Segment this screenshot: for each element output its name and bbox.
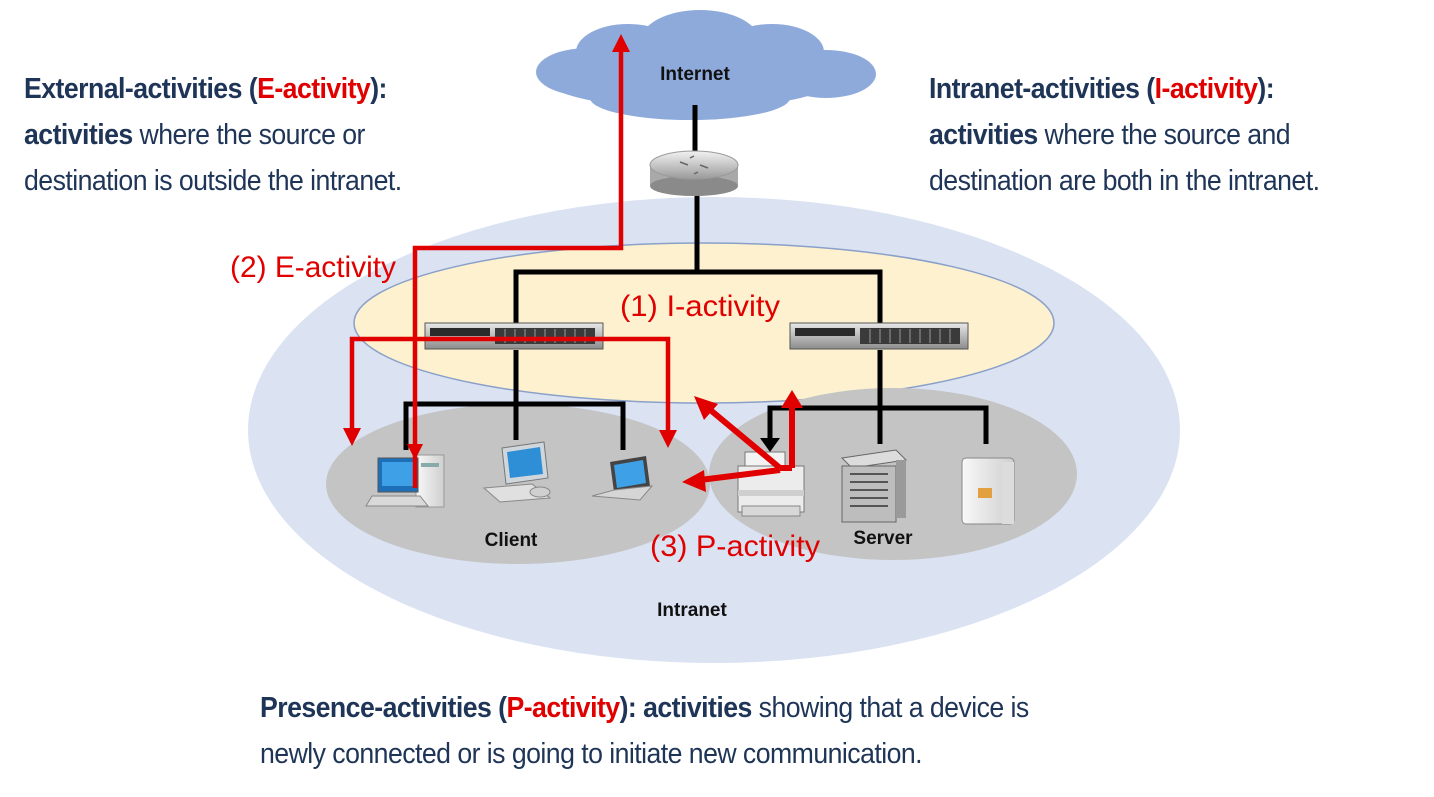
external-definition-line-1: External-activities (E-activity): xyxy=(24,66,402,112)
intranet-close: ): xyxy=(1257,73,1275,105)
internet-cloud xyxy=(536,10,876,120)
presence-abbr: P-activity xyxy=(506,692,620,724)
e-activity-label: (2) E-activity xyxy=(230,251,396,284)
i-activity-arrowhead-left xyxy=(343,428,361,446)
presence-definition-line-2: newly connected or is going to initiate … xyxy=(260,738,923,770)
intranet-line2-rest: where the source and xyxy=(1037,119,1291,151)
e-activity-path xyxy=(412,52,624,488)
p-activity-arrowhead-left xyxy=(682,470,706,492)
presence-term: Presence-activities ( xyxy=(260,692,507,724)
intranet-definition-line-3: destination are both in the intranet. xyxy=(929,165,1320,197)
external-close: ): xyxy=(370,73,387,105)
presence-close: ): xyxy=(619,692,644,724)
intranet-activity-definition: Intranet-activities (I-activity): activi… xyxy=(929,66,1320,204)
desktop-computer-icon xyxy=(365,454,445,508)
server-label: Server xyxy=(853,528,913,549)
p-activity-path xyxy=(699,404,795,483)
p-activity-label: (3) P-activity xyxy=(650,530,820,563)
tower-server-icon xyxy=(840,449,908,523)
presence-definition-line-1: Presence-activities (P-activity): activi… xyxy=(260,685,1029,731)
intranet-label: Intranet xyxy=(657,600,727,621)
rack-server-right-icon xyxy=(789,322,969,350)
intranet-term: Intranet-activities ( xyxy=(929,73,1155,105)
intranet-abbr: I-activity xyxy=(1154,73,1258,105)
external-definition-line-2: activities where the source or xyxy=(24,112,402,158)
p-activity-arrowhead-upleft xyxy=(694,396,718,420)
intranet-activities-word: activities xyxy=(929,119,1038,151)
network-links xyxy=(403,105,989,450)
presence-activities-word: activities xyxy=(643,692,752,724)
link-arrowhead-printer xyxy=(760,438,780,452)
internet-label: Internet xyxy=(660,64,730,85)
i-activity-arrowhead-right xyxy=(659,430,677,448)
client-label: Client xyxy=(485,530,538,551)
external-line2-rest: where the source or xyxy=(132,119,366,151)
i-activity-path xyxy=(349,336,671,430)
external-abbr: E-activity xyxy=(257,73,371,105)
presence-activity-definition: Presence-activities (P-activity): activi… xyxy=(260,685,1029,777)
rack-server-left-icon xyxy=(424,322,604,350)
intranet-definition-line-2: activities where the source and xyxy=(929,112,1319,158)
external-activity-definition: External-activities (E-activity): activi… xyxy=(24,66,402,204)
intranet-definition-line-1: Intranet-activities (I-activity): xyxy=(929,66,1319,112)
workstation-icon xyxy=(482,441,552,503)
i-activity-label: (1) I-activity xyxy=(620,290,780,323)
external-definition-line-3: destination is outside the intranet. xyxy=(24,165,402,197)
p-activity-arrowhead-up xyxy=(781,390,803,408)
router-icon xyxy=(649,150,739,196)
e-activity-arrowhead-down xyxy=(407,444,423,460)
external-activities-word: activities xyxy=(24,119,133,151)
storage-server-icon xyxy=(961,457,1015,525)
external-term: External-activities ( xyxy=(24,73,258,105)
presence-line1-rest: showing that a device is xyxy=(751,692,1030,724)
laptop-icon xyxy=(591,456,654,501)
e-activity-arrowhead-up xyxy=(612,34,630,52)
